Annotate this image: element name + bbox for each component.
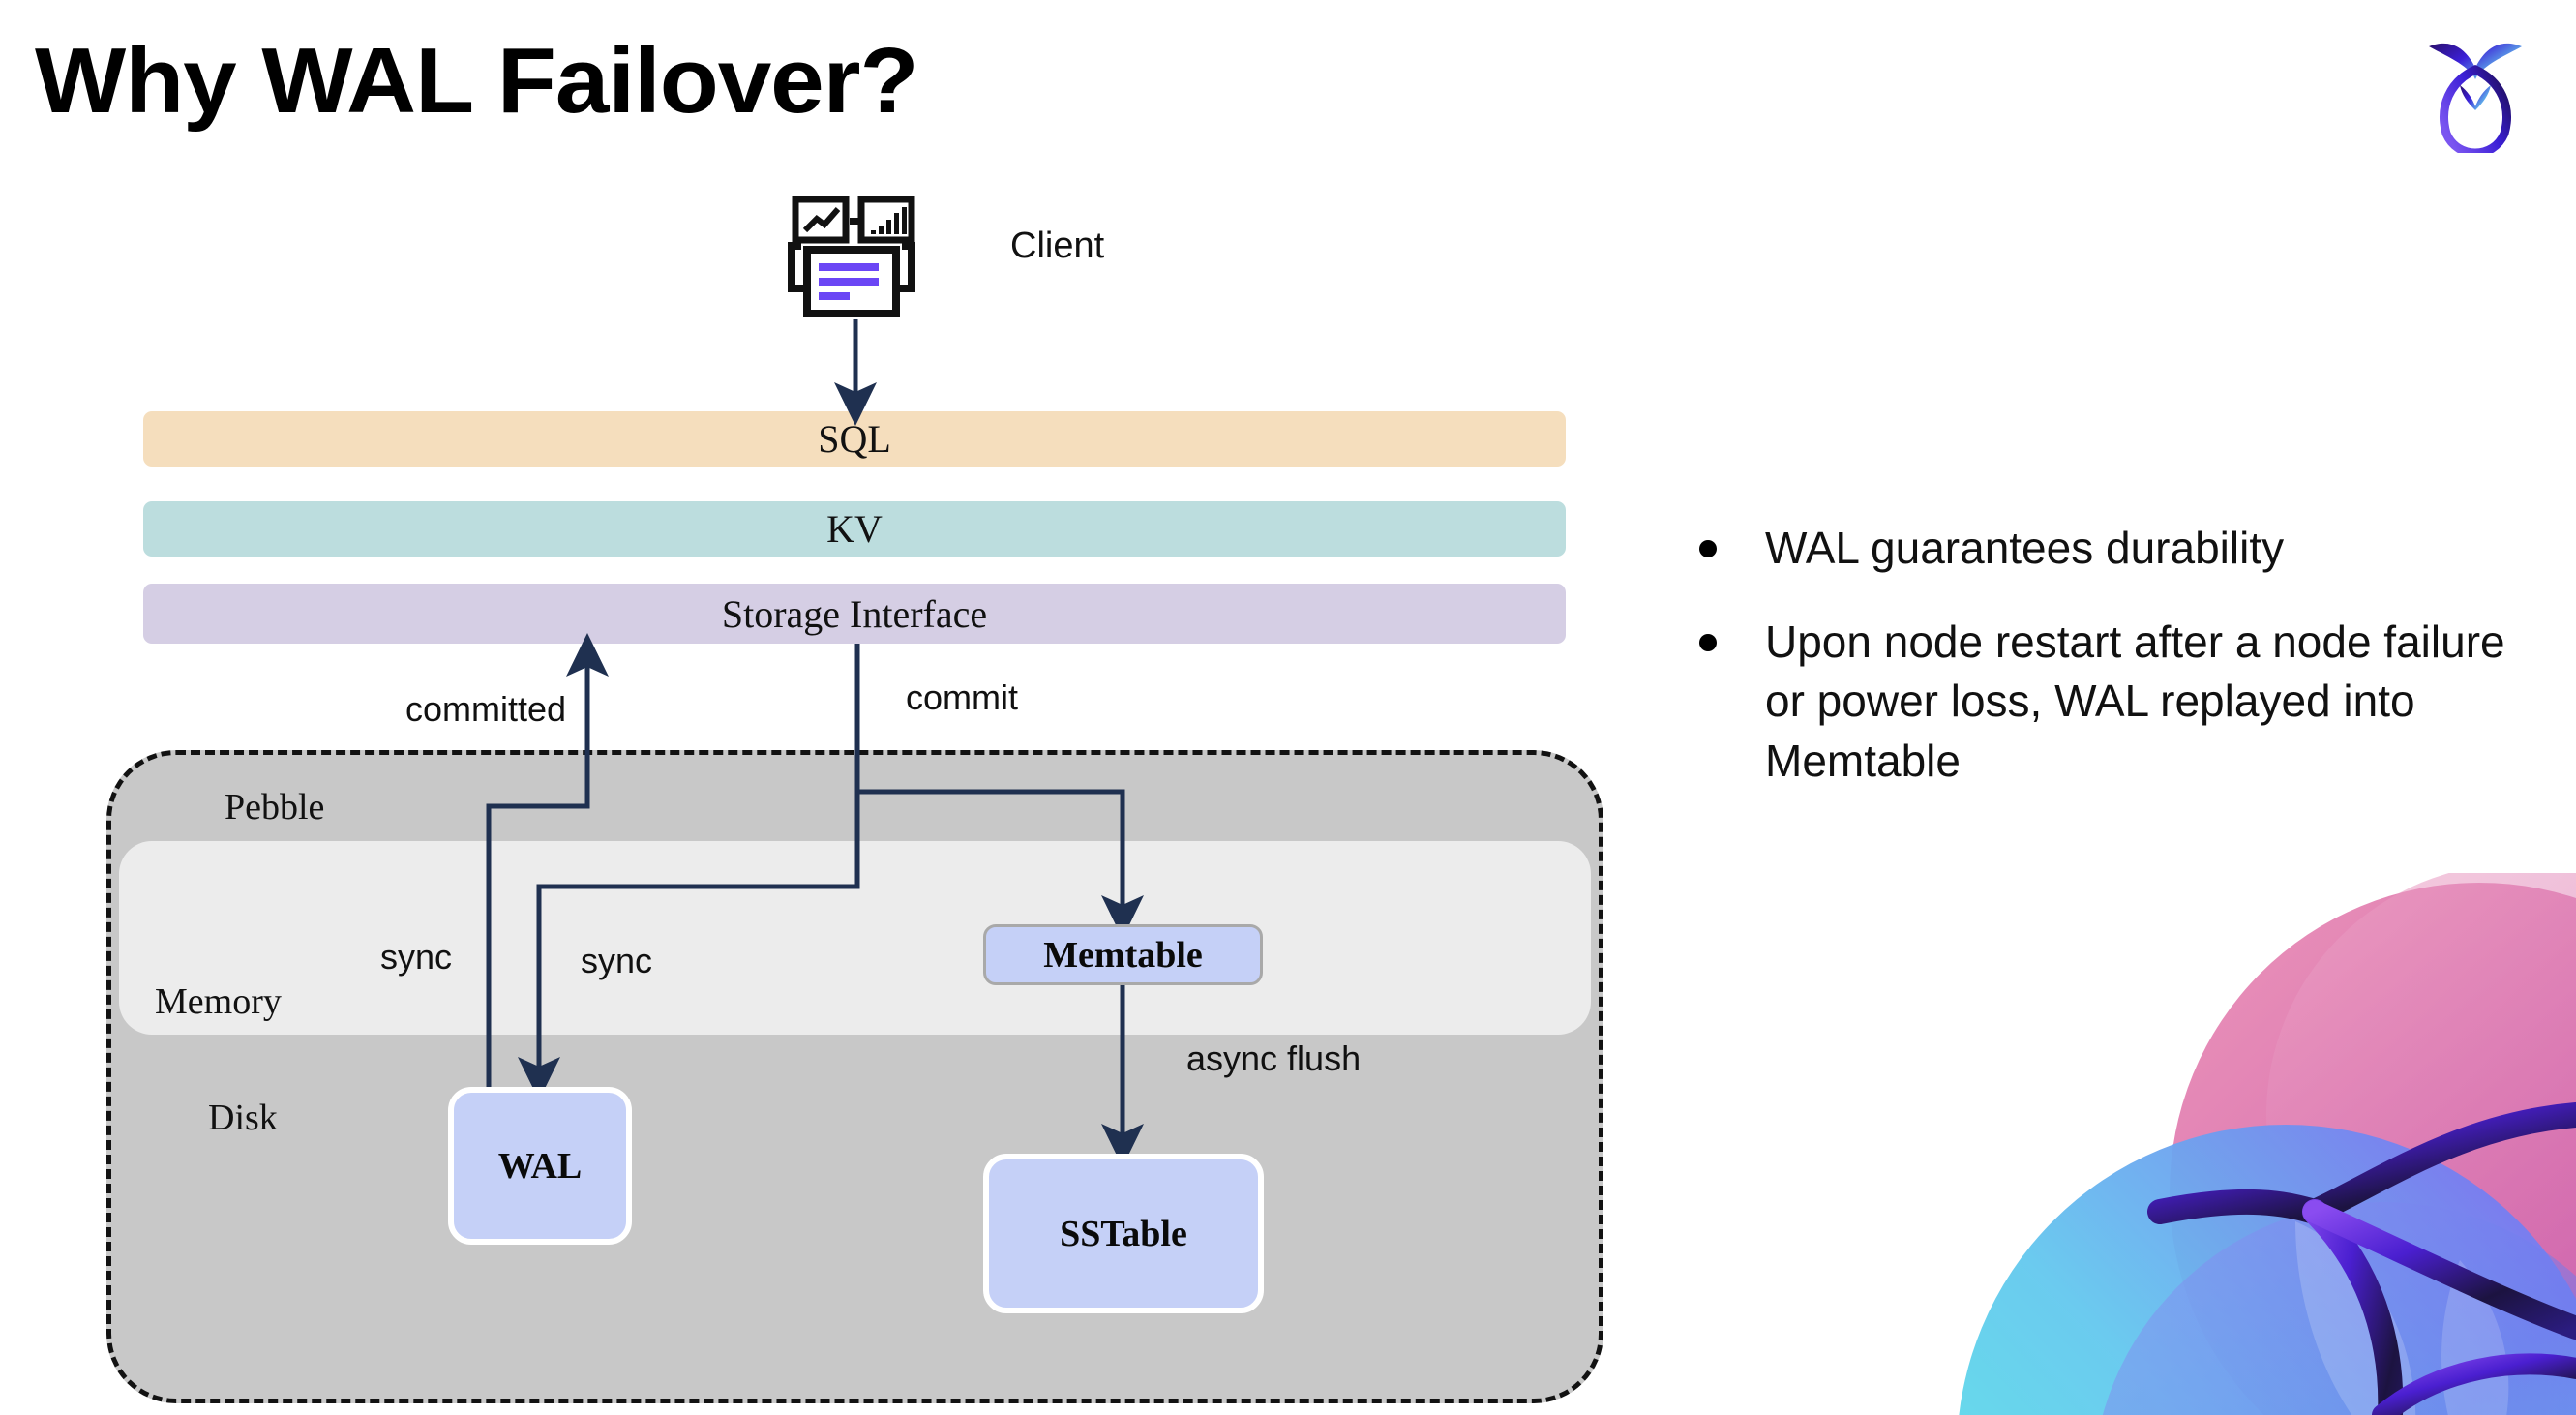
node-wal-label: WAL bbox=[497, 1145, 583, 1187]
client-label: Client bbox=[1010, 226, 1105, 266]
page-title: Why WAL Failover? bbox=[35, 29, 918, 133]
list-item: WAL guarantees durability bbox=[1699, 519, 2522, 578]
edge-label-commit: commit bbox=[906, 677, 1018, 717]
layer-storage-label: Storage Interface bbox=[721, 591, 988, 636]
edge-label-async-flush: async flush bbox=[1186, 1039, 1362, 1078]
node-memtable-label: Memtable bbox=[1043, 934, 1203, 976]
edge-label-sync-left: sync bbox=[380, 937, 453, 977]
pebble-label: Pebble bbox=[225, 787, 325, 828]
layer-kv: KV bbox=[143, 501, 1566, 557]
edge-label-sync-right: sync bbox=[581, 941, 653, 980]
bullet-dot-icon bbox=[1699, 634, 1717, 652]
list-item: Upon node restart after a node failure o… bbox=[1699, 613, 2522, 791]
layer-storage-interface: Storage Interface bbox=[143, 584, 1566, 644]
bullet-list: WAL guarantees durability Upon node rest… bbox=[1699, 519, 2522, 826]
node-sstable-label: SSTable bbox=[1060, 1213, 1187, 1254]
bullet-dot-icon bbox=[1699, 540, 1717, 557]
layer-sql-label: SQL bbox=[818, 417, 891, 461]
edge-label-committed: committed bbox=[405, 689, 567, 729]
memory-label: Memory bbox=[155, 981, 282, 1022]
node-memtable: Memtable bbox=[983, 924, 1263, 985]
bullet-text: Upon node restart after a node failure o… bbox=[1765, 617, 2505, 786]
layer-sql: SQL bbox=[143, 411, 1566, 467]
node-wal: WAL bbox=[448, 1087, 632, 1245]
node-sstable: SSTable bbox=[983, 1154, 1264, 1313]
layer-kv-label: KV bbox=[826, 507, 883, 551]
client-monitor-icon bbox=[774, 194, 929, 329]
architecture-diagram: Client SQL KV Storage Interface Pebble M… bbox=[106, 194, 1603, 1403]
cockroach-petals-decoration-icon bbox=[1841, 873, 2576, 1415]
bullet-text: WAL guarantees durability bbox=[1765, 523, 2285, 573]
memory-region bbox=[119, 841, 1591, 1035]
cockroach-logo-icon bbox=[2411, 27, 2539, 158]
disk-label: Disk bbox=[208, 1098, 278, 1138]
